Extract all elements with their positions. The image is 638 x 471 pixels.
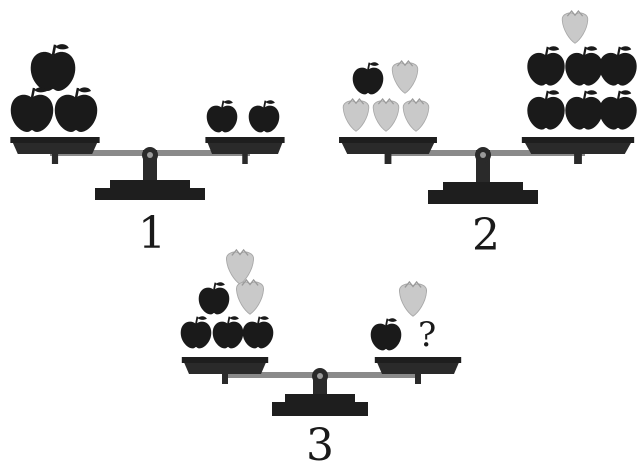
apple-icon xyxy=(247,99,281,134)
right-pan xyxy=(205,137,285,164)
apple-icon xyxy=(205,99,239,134)
strawberry-icon xyxy=(561,10,589,44)
base xyxy=(95,180,205,200)
left-pan xyxy=(10,137,100,164)
strawberry-icon xyxy=(342,98,370,132)
scale-1 xyxy=(9,42,285,200)
apple-icon xyxy=(369,317,403,352)
strawberry-icon xyxy=(402,98,430,132)
strawberry-icon xyxy=(372,98,400,132)
scale-2-label: 2 xyxy=(472,210,500,261)
pivot-center xyxy=(147,152,153,158)
left-pan xyxy=(339,137,437,164)
apple-icon xyxy=(197,281,231,316)
scale-3 xyxy=(179,249,462,416)
apple-icon xyxy=(351,61,385,96)
apple-icon xyxy=(564,45,604,87)
strawberry-icon xyxy=(391,60,419,94)
pivot-center xyxy=(317,373,323,379)
pivot-center xyxy=(480,152,486,158)
left-pan xyxy=(181,357,269,384)
scale-3-label: 3 xyxy=(306,420,334,471)
apple-icon xyxy=(241,315,275,350)
apple-icon xyxy=(29,42,77,93)
strawberry-icon xyxy=(235,279,265,315)
right-pan xyxy=(374,357,462,384)
right-pan xyxy=(521,137,635,164)
apple-icon xyxy=(526,89,566,131)
apple-icon xyxy=(598,89,638,131)
strawberry-icon xyxy=(225,249,255,285)
base xyxy=(428,182,538,204)
base xyxy=(272,394,368,416)
unknown-mark: ? xyxy=(418,315,437,355)
apple-icon xyxy=(53,86,99,134)
strawberry-icon xyxy=(398,281,428,317)
apple-icon xyxy=(9,86,55,134)
apple-icon xyxy=(526,45,566,87)
apple-icon xyxy=(564,89,604,131)
apple-icon xyxy=(598,45,638,87)
scale-1-label: 1 xyxy=(138,208,166,259)
scale-2 xyxy=(339,10,638,204)
apple-icon xyxy=(211,315,245,350)
apple-icon xyxy=(179,315,213,350)
